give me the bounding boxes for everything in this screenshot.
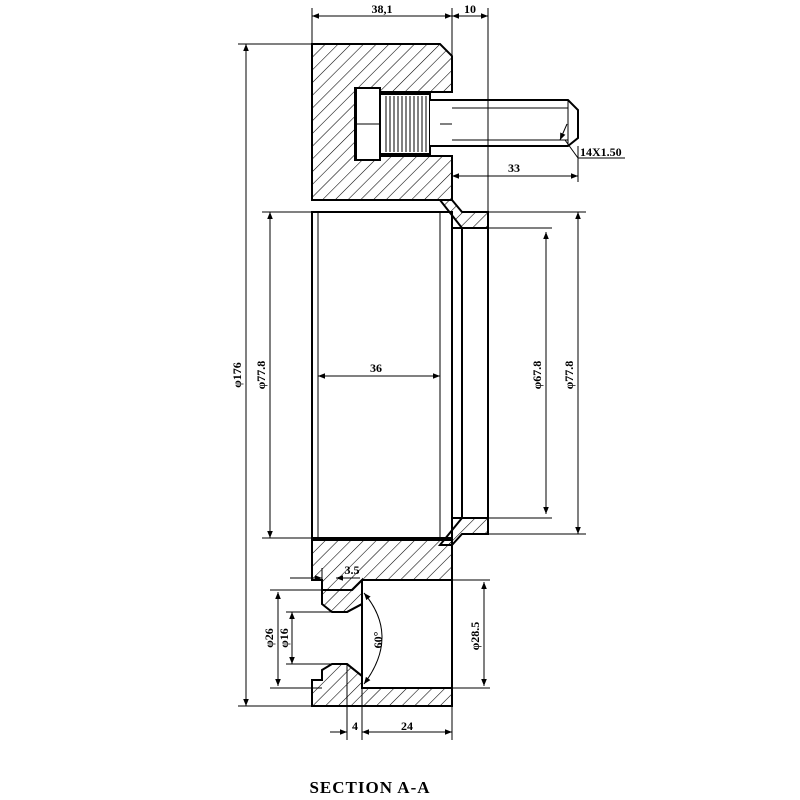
part-outline xyxy=(311,211,489,689)
dim-thread: 14X1.50 xyxy=(580,145,622,159)
dim-width-step: 10 xyxy=(464,2,476,16)
dimension-lines xyxy=(238,8,625,740)
inner-step-outline xyxy=(452,227,463,519)
hub-step-top xyxy=(437,199,489,229)
stud-shank xyxy=(430,99,579,147)
counterbore-outline xyxy=(362,579,453,689)
groove-pocket-outline xyxy=(332,602,363,679)
dim-stud-length: 33 xyxy=(508,161,520,175)
section-caption: SECTION A-A xyxy=(309,778,430,797)
dim-counterbore-diameter: φ28.5 xyxy=(468,622,482,651)
bore-outline xyxy=(311,211,453,539)
groove-lip-lower xyxy=(311,663,453,707)
dim-pocket-diameter-inner: φ16 xyxy=(277,628,291,648)
dim-bore-diameter-left: φ77.8 xyxy=(254,361,268,390)
dimension-labels: 38,1 10 14X1.50 33 φ176 φ77.8 36 φ67.8 φ… xyxy=(230,2,622,733)
dim-groove-width: 3.5 xyxy=(345,563,360,577)
lower-flange-section xyxy=(311,539,453,591)
dim-bore-diameter-inner: φ67.8 xyxy=(530,361,544,390)
dim-width-body: 38,1 xyxy=(372,2,393,16)
dim-bore-depth: 36 xyxy=(370,361,382,375)
dim-overall-diameter: φ176 xyxy=(230,362,244,388)
dim-bore-diameter-right: φ77.8 xyxy=(562,361,576,390)
dim-chamfer-angle: 60° xyxy=(371,631,385,648)
dim-lip-width: 4 xyxy=(352,719,358,733)
dim-pocket-diameter-outer: φ26 xyxy=(262,628,276,648)
dim-counterbore-depth: 24 xyxy=(401,719,413,733)
wheel-stud xyxy=(355,87,579,161)
